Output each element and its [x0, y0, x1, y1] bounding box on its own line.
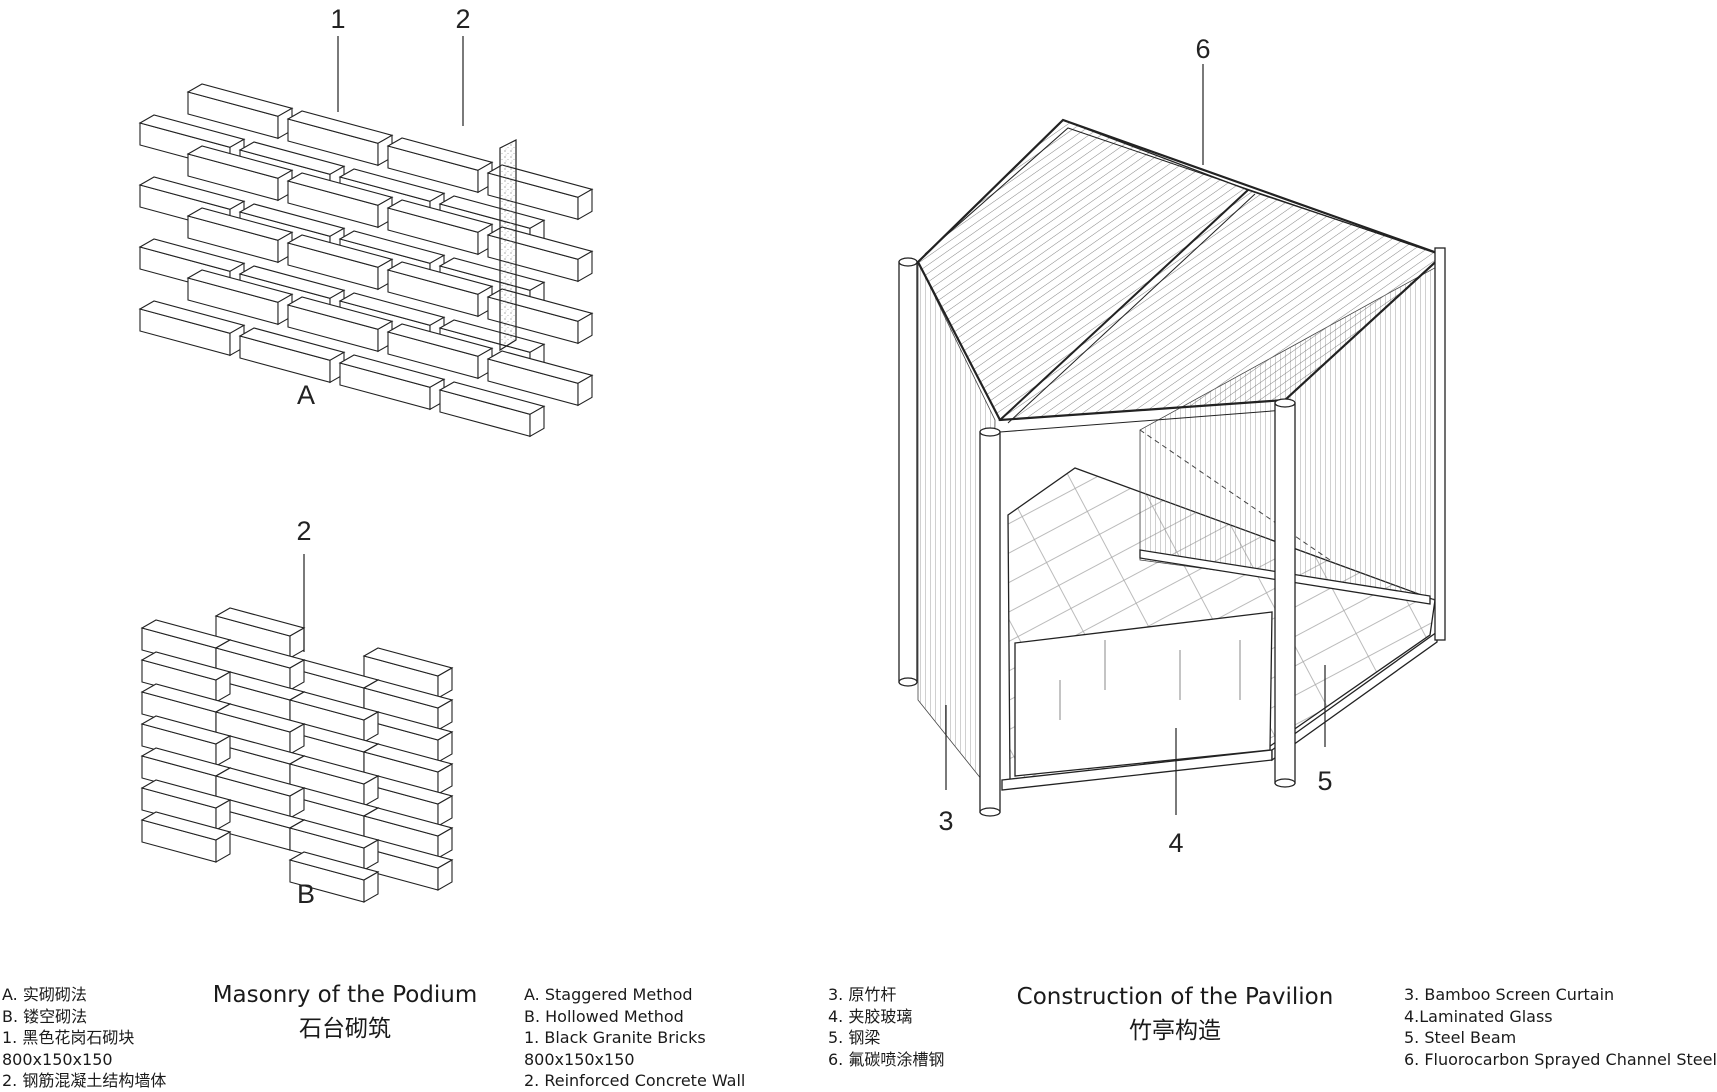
granite-brick — [386, 323, 494, 380]
pavilion-drawing — [898, 64, 1446, 817]
label-p-4: 4 — [1168, 828, 1183, 858]
granite-brick — [362, 839, 454, 891]
granite-brick — [362, 807, 454, 859]
legend-line: 2. Reinforced Concrete Wall — [524, 1071, 746, 1090]
legend-line: A. Staggered Method — [524, 985, 693, 1004]
label-p-3: 3 — [938, 806, 953, 836]
bamboo-column-left — [898, 257, 918, 687]
granite-brick — [362, 743, 454, 795]
caption-b: B — [297, 879, 315, 909]
legend-line: 6. 氟碳喷涂槽钢 — [828, 1049, 945, 1069]
masonry-b-drawing — [140, 607, 454, 903]
podium-legend-zh: A. 实砌砌法 B. 镂空砌法 1. 黑色花岗石砌块 800x150x150 2… — [2, 984, 166, 1092]
granite-brick — [214, 767, 306, 819]
label-p-6: 6 — [1195, 34, 1210, 64]
granite-brick — [286, 110, 394, 167]
granite-brick — [140, 651, 232, 703]
legend-line: 1. 黑色花岗石砌块 — [2, 1028, 135, 1047]
granite-brick — [288, 755, 380, 807]
bamboo-column-back-right — [1434, 247, 1446, 641]
pavilion-legend-en: 3. Bamboo Screen Curtain 4.Laminated Gla… — [1404, 984, 1717, 1070]
legend-line: 4. 夹胶玻璃 — [828, 1006, 913, 1026]
legend-line: A. 实砌砌法 — [2, 985, 87, 1004]
granite-brick — [140, 715, 232, 767]
granite-brick — [138, 300, 246, 357]
granite-brick — [438, 381, 546, 438]
legend-line: 3. Bamboo Screen Curtain — [1404, 985, 1615, 1004]
caption-a: A — [297, 380, 315, 410]
granite-brick — [288, 851, 380, 903]
granite-brick — [140, 779, 232, 831]
masonry-a-drawing — [138, 83, 594, 438]
legend-line: 3. 原竹杆 — [828, 985, 897, 1004]
granite-brick — [362, 775, 454, 827]
label-p-5: 5 — [1317, 766, 1332, 796]
legend-line: 5. Steel Beam — [1404, 1028, 1517, 1047]
pavilion-title-en: Construction of the Pavilion — [1016, 984, 1334, 1010]
podium-title-zh: 石台砌筑 — [299, 1016, 391, 1042]
granite-brick — [186, 145, 294, 202]
construction-diagram: 1 2 A 2 B — [138, 4, 1446, 909]
granite-brick — [140, 811, 232, 863]
legend-line: 2. 钢筋混凝土结构墙体 — [2, 1071, 167, 1090]
podium-legend-en: A. Staggered Method B. Hollowed Method 1… — [524, 984, 745, 1092]
label-b-2: 2 — [296, 516, 311, 546]
legend-line: 800x150x150 — [2, 1049, 113, 1069]
legend-line: 5. 钢梁 — [828, 1028, 881, 1047]
legend-line: B. Hollowed Method — [524, 1006, 684, 1026]
legend-line: 800x150x150 — [524, 1049, 635, 1069]
legend-line: 6. Fluorocarbon Sprayed Channel Steel — [1404, 1049, 1717, 1069]
granite-brick — [214, 639, 306, 691]
pavilion-legend-zh: 3. 原竹杆 4. 夹胶玻璃 5. 钢梁 6. 氟碳喷涂槽钢 — [828, 984, 944, 1070]
podium-title-en: Masonry of the Podium — [212, 982, 478, 1008]
pavilion-title-zh: 竹亭构造 — [1129, 1018, 1221, 1044]
granite-brick — [186, 269, 294, 326]
granite-brick — [286, 172, 394, 229]
label-a-1: 1 — [330, 4, 345, 34]
granite-brick — [286, 296, 394, 353]
granite-brick — [386, 137, 494, 194]
granite-brick — [386, 261, 494, 318]
legend-line: B. 镂空砌法 — [2, 1006, 88, 1026]
concrete-wall-a — [499, 139, 517, 352]
granite-brick — [362, 679, 454, 731]
bamboo-column-front-right — [1274, 398, 1296, 788]
legend-line: 1. Black Granite Bricks — [524, 1028, 706, 1047]
granite-brick — [486, 350, 594, 407]
bamboo-column-front-left — [979, 427, 1001, 817]
label-a-2: 2 — [455, 4, 470, 34]
legend-line: 4.Laminated Glass — [1404, 1006, 1553, 1026]
